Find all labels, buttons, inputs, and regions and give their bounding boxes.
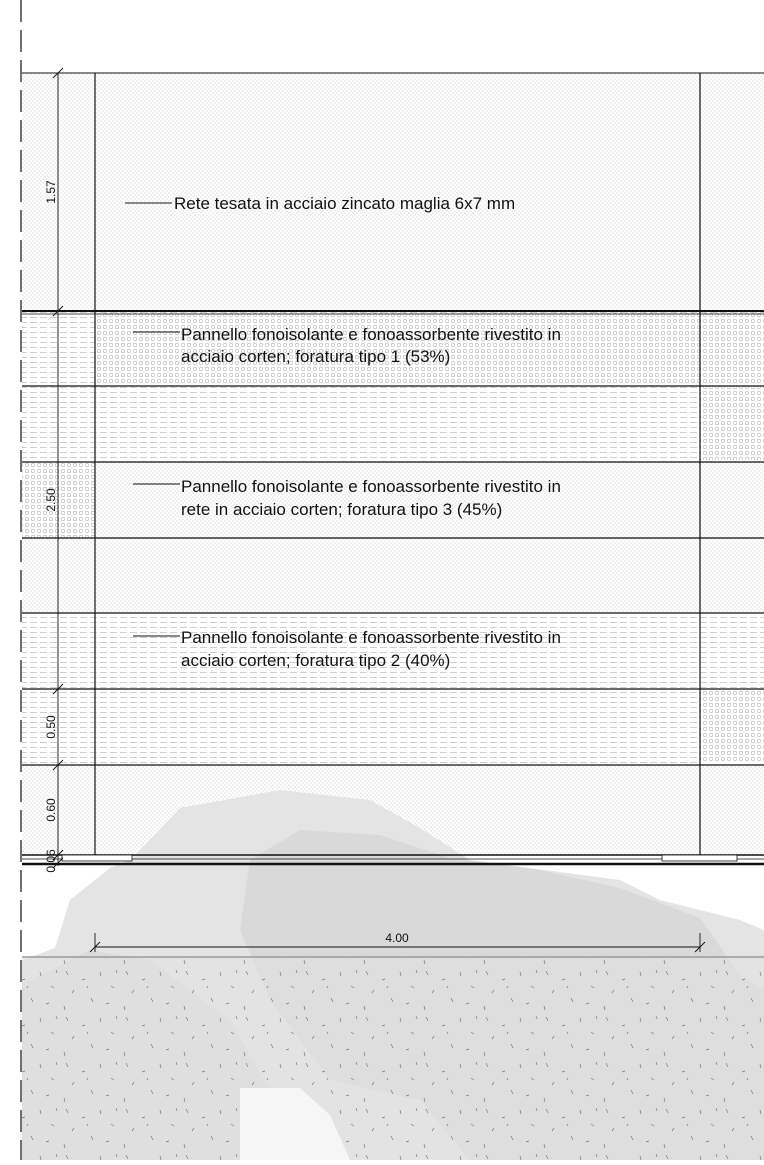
label-mesh: Rete tesata in acciaio zincato maglia 6x… xyxy=(174,194,515,213)
dim-curb-height: 0.06 xyxy=(44,849,58,873)
panel-row-1-right-perforation xyxy=(700,313,764,384)
leader-lines xyxy=(125,202,180,637)
panel-row-1-perforation xyxy=(95,313,700,384)
dim-mesh-height: 1.57 xyxy=(44,180,58,204)
dim-lower-panel-height: 0.50 xyxy=(44,715,58,739)
label-panel-1-line-1: Pannello fonoisolante e fonoassorbente r… xyxy=(181,325,561,344)
panel-row-3 xyxy=(22,462,764,538)
panel-rows xyxy=(22,311,764,855)
vertical-dimension-chain xyxy=(52,67,64,869)
panel-row-2 xyxy=(22,386,764,462)
label-panel-1-line-2: acciaio corten; foratura tipo 1 (53%) xyxy=(181,347,450,366)
dim-panels-height: 2.50 xyxy=(44,488,58,512)
mesh-band xyxy=(22,73,764,311)
horizontal-dimension xyxy=(89,933,706,953)
panel-row-4 xyxy=(22,538,764,613)
label-panel-2-line-1: Pannello fonoisolante e fonoassorbente r… xyxy=(181,628,561,647)
panel-row-3-left-perforation xyxy=(22,462,95,538)
curb xyxy=(22,854,764,866)
panel-row-2-right-perforation xyxy=(700,386,764,460)
ground-shading xyxy=(22,790,764,1160)
dim-base-panel-height: 0.60 xyxy=(44,798,58,822)
panel-row-6 xyxy=(22,689,764,765)
label-panel-3-line-1: Pannello fonoisolante e fonoassorbente r… xyxy=(181,477,561,496)
light-patch xyxy=(240,1088,350,1160)
label-panel-3-line-2: rete in acciaio corten; foratura tipo 3 … xyxy=(181,500,502,519)
panel-row-5 xyxy=(22,613,764,689)
soil-hatch xyxy=(22,958,764,1160)
panel-row-6-right-perforation xyxy=(700,689,764,763)
dim-bay-width: 4.00 xyxy=(385,931,409,945)
panel-joints xyxy=(22,72,764,766)
label-panel-2-line-2: acciaio corten; foratura tipo 2 (40%) xyxy=(181,651,450,670)
